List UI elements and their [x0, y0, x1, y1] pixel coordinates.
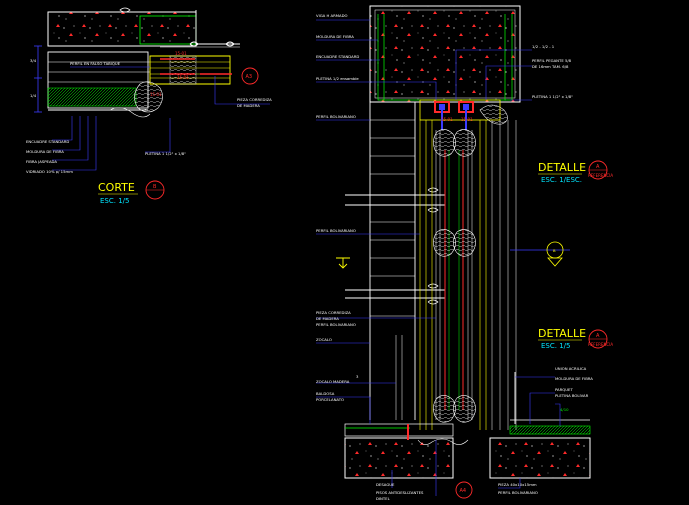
label-perfil-bolivar-2: PERFIL BOLIVARIANO — [316, 228, 356, 233]
label-pieza-40: PIEZA 40x10x15mm — [498, 482, 537, 487]
label-dintel: DINTEL — [376, 496, 391, 501]
label-union-acrilica: UNION ACRILICA — [555, 366, 587, 371]
label-baldosa: BALDOSA — [316, 391, 335, 396]
detalle-2-bubble-text: A — [596, 333, 600, 339]
label-perfil-bolivar-4: PERFIL BOLIVARIANO — [498, 490, 538, 495]
detalle-1-bubble-text: A — [596, 164, 600, 170]
label-zocalo-madera: ZOCALO MADERA — [316, 379, 350, 384]
label-zocalo: ZOCALO — [316, 337, 332, 342]
level-mark-right: B — [510, 241, 570, 267]
label-dim-3: 3 — [356, 374, 359, 379]
label-pletina-left: PLETINA 1 1/2" x 1/8" — [145, 151, 186, 156]
left-frame-mark-1: 15-01 — [175, 51, 187, 56]
label-fibra-jaspeada: FIBRA JASPEADA — [26, 159, 57, 164]
label-vidriado: VIDRIADO 10% p/ 15mm — [26, 169, 73, 174]
detalle-1-scale: ESC. 1/ESC. — [541, 176, 582, 184]
detalle-2-ref: REFERENCIA — [588, 342, 613, 347]
detalle-1-title: DETALLE — [538, 161, 586, 174]
floor-slab-left — [344, 437, 454, 479]
callout-bubble-bottom-text: A4 — [460, 488, 467, 494]
detalle-2-title: DETALLE — [538, 327, 586, 340]
right-concrete-column — [369, 5, 521, 103]
right-frame-mark-1: 15-01 — [441, 117, 453, 122]
left-frame-mark-3: 15-01 — [150, 92, 162, 97]
label-moldura-de-fibra-right: MOLDURA DE FIBRA — [316, 34, 354, 39]
label-pieza-corrediza-left: PIEZA CORREDIZA — [237, 97, 272, 102]
label-desague: DESAGUE — [376, 482, 395, 487]
label-pletina-ensamble: PLETINA 1/2 ensamble — [316, 76, 359, 81]
right-frame-mark-2: 15-01 — [461, 117, 473, 122]
label-pletina-bolivar: PLETINA BOLIVAR — [555, 393, 589, 398]
left-frame-mark-2: 15-01 — [177, 75, 189, 80]
label-viga-armado: VIGA H ARMADO — [316, 13, 348, 18]
left-dim-top: 3/4 — [30, 58, 37, 63]
level-mark-left — [336, 257, 350, 269]
label-parquet: PARQUET — [555, 387, 573, 392]
label-pisos-antideslizante: PISOS ANTIDESLIZANTES — [376, 490, 424, 495]
label-moldura-de-fibra-2: MOLDURA DE FIBRA — [555, 376, 593, 381]
left-section-drawing: 15-01 15-01 15-01 3/4 1/4 PERFIL EN FALS… — [26, 7, 272, 205]
label-de-madera-right: DE MADERA — [316, 316, 339, 321]
label-dim-right: 4/10 — [560, 407, 569, 412]
label-encuadre-standard-right: ENCUADRE STANDARD — [316, 54, 359, 59]
jamb-wood-3 — [433, 229, 456, 257]
left-dim-mid: 1/4 — [30, 93, 37, 98]
label-perfil-falso-tabique: PERFIL EN FALSO TABIQUE — [70, 61, 121, 66]
level-mark-right-text: B — [553, 248, 556, 253]
label-pletina-right: PLETINA 1 1/2" x 1/8" — [532, 94, 573, 99]
floor-slab-right — [489, 437, 591, 479]
label-moldura-de-fibra-left: MOLDURA DE FIBRA — [26, 149, 64, 154]
label-perfil-bolivar-3: PERFIL BOLIVARIANO — [316, 322, 356, 327]
left-title-bubble-text: B — [153, 184, 157, 190]
label-porcelanato: PORCELANATO — [316, 397, 344, 402]
label-encuadre-standard-left: ENCUADRE STANDARD — [26, 139, 69, 144]
jamb-wood-5 — [433, 395, 456, 423]
left-wood-blob — [134, 81, 163, 113]
detalle-1-ref: REFERENCIA — [588, 173, 613, 178]
label-de-madera-left: DE MADERA — [237, 103, 260, 108]
left-scale: ESC. 1/5 — [100, 197, 129, 205]
right-section-drawing: 15-01 15-01 B — [316, 5, 613, 501]
left-break-line — [189, 10, 235, 47]
label-perfil-bolivar: PERFIL BOLIVARIANO — [316, 114, 356, 119]
left-title: CORTE — [98, 181, 135, 194]
label-perfil-pegante-2: DE 16mm TAM. 6/8 — [532, 64, 569, 69]
left-concrete-slab — [47, 11, 197, 47]
label-dim-top-right: 1/2 - 1/2 - 1 — [532, 44, 555, 49]
callout-bubble-left — [241, 67, 259, 85]
callout-bubble-bottom — [455, 481, 473, 499]
jamb-wood-6 — [453, 395, 476, 423]
label-perfil-pegante-1: PERFIL PEGANTE 5/8 — [532, 58, 572, 63]
jamb-wood-4 — [453, 229, 476, 257]
detalle-2-scale: ESC. 1/5 — [541, 342, 570, 350]
jamb-wood-1 — [433, 129, 456, 157]
callout-bubble-left-text: A3 — [246, 74, 253, 80]
jamb-wood-2 — [453, 129, 476, 157]
label-pieza-corrediza-right: PIEZA CORREDIZA — [316, 310, 351, 315]
